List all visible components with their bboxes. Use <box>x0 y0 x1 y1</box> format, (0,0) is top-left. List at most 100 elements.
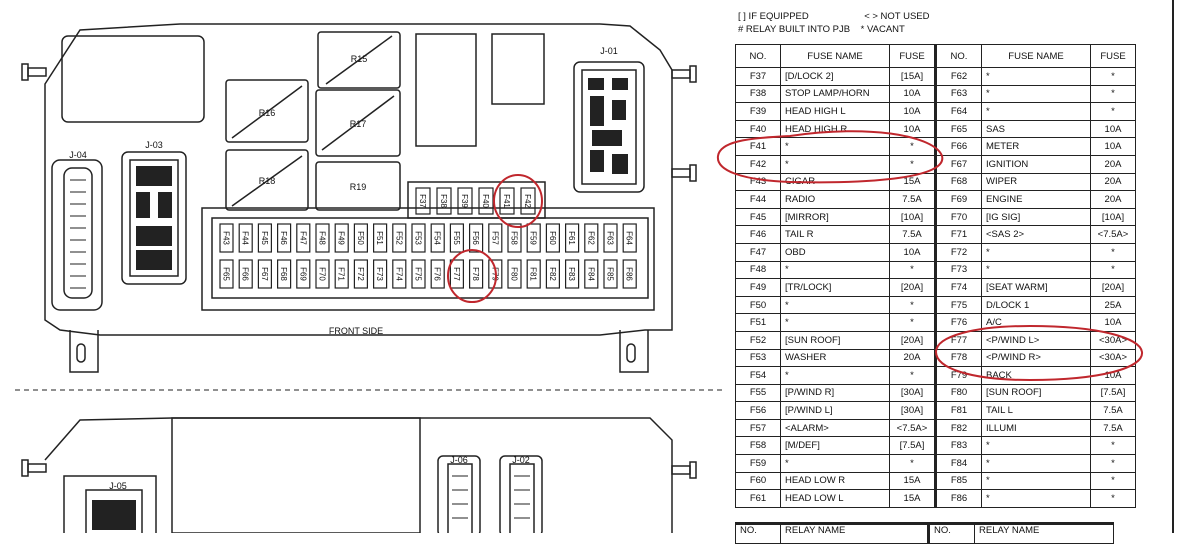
fuse-no: F54 <box>735 366 781 385</box>
fuse-name: CIGAR <box>780 172 890 192</box>
fuse-cell-label: F66 <box>241 267 250 281</box>
fuse-cell: F37 <box>415 187 431 215</box>
fuse-table-row: F58[M/DEF][7.5A]F83** <box>735 436 1136 456</box>
fuse-cell: F75 <box>411 259 426 289</box>
fuse-name: HEAD HIGH L <box>780 102 890 121</box>
connector-label-j03: J-03 <box>145 140 163 150</box>
fuse-cell-label: F82 <box>548 267 557 281</box>
fuse-rating: [30A] <box>889 401 936 420</box>
fuse-name: OBD <box>780 242 890 262</box>
fuse-cell: F86 <box>622 259 637 289</box>
fuse-name: HEAD HIGH R <box>780 119 890 139</box>
page-edge-line <box>1172 0 1174 533</box>
fuse-rating: * <box>1090 102 1136 121</box>
fuse-cell: F68 <box>277 259 292 289</box>
fuse-cell-label: F84 <box>586 267 595 281</box>
fuse-no: F38 <box>735 84 781 104</box>
fuse-cell-label: F80 <box>510 267 519 281</box>
fuse-no: F46 <box>735 225 781 244</box>
fuse-rating: * <box>889 154 936 174</box>
fuse-name: * <box>780 295 890 315</box>
fuse-cell: F84 <box>584 259 599 289</box>
fuse-cell-label: F62 <box>586 231 595 245</box>
fuse-cell-label: F37 <box>418 194 427 208</box>
relay-label-r15: R15 <box>351 54 368 64</box>
fuse-name: [SEAT WARM] <box>981 278 1091 297</box>
fuse-name: [D/LOCK 2] <box>780 67 890 86</box>
fuse-cell-label: F57 <box>490 231 499 245</box>
fuse-cell: F45 <box>257 223 272 253</box>
fuse-no: F81 <box>934 401 982 420</box>
fuse-cell-label: F49 <box>337 231 346 245</box>
fuse-name: WIPER <box>981 172 1091 192</box>
fuse-cell-label: F81 <box>529 267 538 281</box>
fuse-cell-label: F43 <box>222 231 231 245</box>
fuse-name: * <box>780 366 890 385</box>
fuse-box-diagram: R15 R16 R17 R18 R19 J-01 J-02 J-03 J-04 … <box>15 23 722 533</box>
fuse-no: F42 <box>735 154 781 174</box>
fuse-no: F39 <box>735 102 781 121</box>
fuse-rating: * <box>889 295 936 315</box>
fuse-rating: * <box>1090 67 1136 86</box>
fuse-cell-label: F78 <box>471 267 480 281</box>
fuse-cell-label: F73 <box>375 267 384 281</box>
fuse-name: * <box>780 260 890 280</box>
relay-label-r19: R19 <box>350 182 367 192</box>
fuse-rating: [30A] <box>889 383 936 403</box>
fuse-cell-label: F42 <box>523 194 532 208</box>
fuse-cell: F69 <box>296 259 311 289</box>
fuse-rating: 15A <box>889 489 936 508</box>
fuse-cell: F56 <box>469 223 484 253</box>
col-fuse-name: FUSE NAME <box>780 44 890 68</box>
relay-col-no-2: NO. <box>927 522 975 544</box>
fuse-name: * <box>981 67 1091 86</box>
fuse-cell: F57 <box>488 223 503 253</box>
fuse-no: F49 <box>735 278 781 297</box>
fuse-name: * <box>981 436 1091 456</box>
fuse-table-row: F48**F73** <box>735 260 1136 280</box>
fuse-cell-label: F55 <box>452 231 461 245</box>
fuse-name: STOP LAMP/HORN <box>780 84 890 104</box>
fuse-name: * <box>981 102 1091 121</box>
fuse-cell-label: F51 <box>375 231 384 245</box>
fuse-no: F59 <box>735 454 781 473</box>
fuse-no: F69 <box>934 190 982 209</box>
fuse-no: F83 <box>934 436 982 456</box>
fuse-cell-label: F50 <box>356 231 365 245</box>
fuse-name: <P/WIND R> <box>981 348 1091 368</box>
fuse-no: F40 <box>735 119 781 139</box>
fuse-no: F76 <box>934 313 982 332</box>
fuse-cell: F50 <box>353 223 368 253</box>
fuse-no: F51 <box>735 313 781 332</box>
fuse-cell: F76 <box>430 259 445 289</box>
fuse-rating: 7.5A <box>889 225 936 244</box>
fuse-table-row: F52[SUN ROOF][20A]F77<P/WIND L><30A> <box>735 330 1136 350</box>
housing-outline <box>44 23 673 336</box>
col-fuse-2: FUSE <box>1090 44 1136 68</box>
fuse-rating: 10A <box>1090 119 1136 139</box>
fuse-no: F78 <box>934 348 982 368</box>
fuse-cell-label: F74 <box>394 267 403 281</box>
fuse-cell-label: F63 <box>606 231 615 245</box>
fuse-no: F67 <box>934 154 982 174</box>
fuse-rating: [7.5A] <box>889 436 936 456</box>
fuse-name: * <box>981 454 1091 473</box>
fuse-name: * <box>981 471 1091 491</box>
fuse-no: F68 <box>934 172 982 192</box>
fuse-rating: [10A] <box>889 207 936 227</box>
fuse-no: F75 <box>934 295 982 315</box>
fuse-name: TAIL R <box>780 225 890 244</box>
highlight-f41-f42-diagram <box>493 174 543 228</box>
fuse-table-header: NO. FUSE NAME FUSE NO. FUSE NAME FUSE <box>735 44 1136 68</box>
fuse-cell-label: F77 <box>452 267 461 281</box>
fuse-rating: [20A] <box>889 278 936 297</box>
fuse-cell-label: F85 <box>606 267 615 281</box>
fuse-cell: F38 <box>436 187 452 215</box>
